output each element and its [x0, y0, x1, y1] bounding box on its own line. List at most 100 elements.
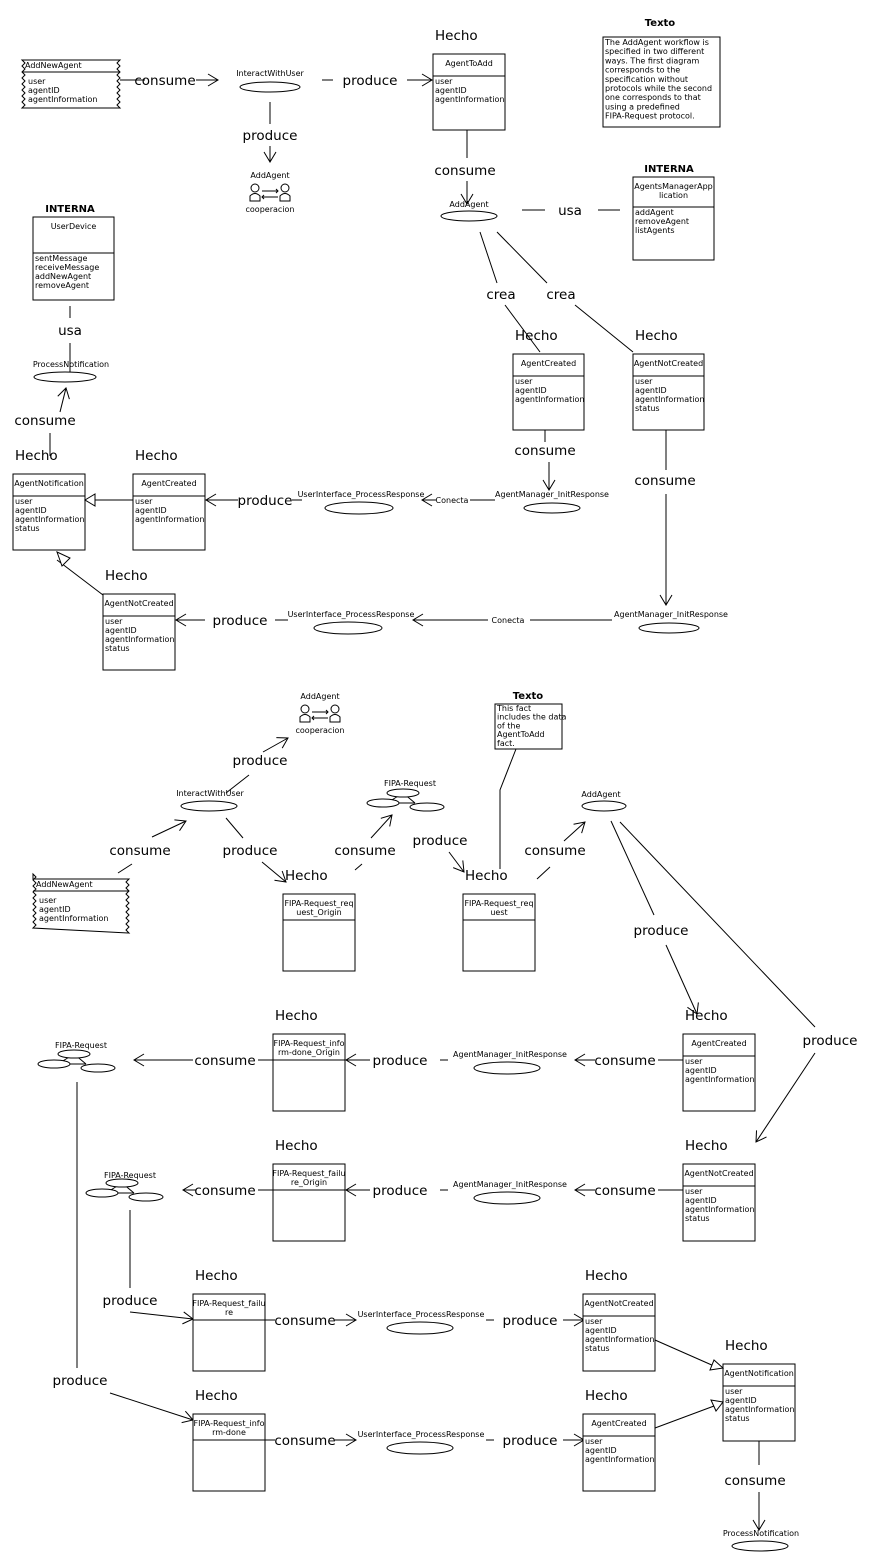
task-userinterface-processresponse	[313, 621, 383, 635]
coop-arrow	[311, 715, 315, 721]
task-interactwithuser	[239, 81, 301, 93]
fact-agenttoadd	[432, 53, 506, 131]
connector	[129, 1311, 194, 1325]
protocol-ellipse	[386, 788, 420, 798]
fact-fipa-request-inform-done	[192, 1413, 266, 1492]
consume-label: consume	[634, 473, 695, 489]
connector	[109, 1392, 194, 1424]
texto-note-line: fact.	[497, 739, 515, 748]
connector	[665, 944, 699, 1015]
connector	[225, 817, 244, 839]
task-agentmanager-initresponse	[473, 1191, 541, 1205]
consume-label: consume	[14, 413, 75, 429]
box-attribute: agentInformation	[685, 1075, 754, 1084]
produce-label: produce	[413, 833, 468, 849]
protocol-ellipse	[105, 1178, 139, 1188]
hecho-label: Hecho	[195, 1388, 238, 1404]
texto-note-line: AgentToAdd	[497, 730, 545, 739]
box-attribute: agentInformation	[135, 515, 204, 524]
task-name: UserInterface_ProcessResponse	[358, 1310, 485, 1319]
interaction-name: AddAgent	[300, 692, 339, 701]
box-title: AgentCreated	[591, 1419, 646, 1428]
box-attribute: agentID	[725, 1396, 757, 1405]
box-attribute: status	[585, 1344, 610, 1353]
diagram-labels: AddNewAgentuseragentIDagentInformationco…	[14, 18, 857, 1538]
box-attribute: agentInformation	[585, 1335, 654, 1344]
box-title: uest	[490, 908, 507, 917]
cooperacion-label: cooperacion	[246, 205, 295, 214]
task-name: AgentManager_InitResponse	[614, 610, 728, 619]
texto-note-line: of the	[497, 721, 520, 730]
mental-state-attribute: agentInformation	[39, 914, 108, 923]
protocol-name: FIPA-Request	[55, 1041, 107, 1050]
box-attribute: user	[725, 1387, 743, 1396]
note-link	[499, 748, 517, 869]
mental-state-attribute: agentID	[28, 86, 60, 95]
texto-note-line: FIPA-Request protocol.	[605, 112, 695, 121]
box-title: AgentNotCreated	[584, 1299, 653, 1308]
texto-note	[602, 36, 721, 128]
box-title: rm-done_Origin	[278, 1048, 340, 1057]
task-agentmanager-initresponse	[523, 502, 581, 514]
box-attribute: user	[585, 1437, 603, 1446]
texto-note-line: specified in two different	[605, 47, 704, 56]
texto-note-line: ways. The first diagram	[605, 56, 700, 65]
inheritance-line	[654, 1339, 715, 1367]
produce-label: produce	[223, 843, 278, 859]
box-title: lication	[659, 191, 688, 200]
box-attribute: user	[685, 1057, 703, 1066]
box-attribute: addNewAgent	[35, 272, 91, 281]
consume-label: consume	[724, 1473, 785, 1489]
fact-agentnotification	[722, 1363, 796, 1442]
box-title: FIPA-Request_info	[274, 1039, 345, 1048]
person-body	[249, 193, 261, 202]
coop-arrow	[275, 188, 279, 194]
hecho-label: Hecho	[685, 1138, 728, 1154]
connector	[574, 304, 634, 353]
box-attribute: agentInformation	[585, 1455, 654, 1464]
task-agentmanager-initresponse	[473, 1061, 541, 1075]
texto-note-line: The AddAgent workflow is	[604, 38, 709, 47]
task-name: ProcessNotification	[723, 1529, 799, 1538]
produce-label: produce	[233, 753, 288, 769]
box-title: uest_Origin	[296, 908, 341, 917]
person-head	[300, 704, 310, 714]
protocol-ellipse	[85, 1188, 119, 1198]
box-attribute: agentID	[15, 506, 47, 515]
texto-note-line: corresponds to the	[605, 66, 680, 75]
produce-label: produce	[243, 128, 298, 144]
interaction-name: AddAgent	[250, 171, 289, 180]
inheritance-arrowhead	[56, 551, 71, 567]
box-title: FIPA-Request_req	[464, 899, 533, 908]
hecho-label: Hecho	[635, 328, 678, 344]
fact-agentnotcreated	[582, 1293, 656, 1372]
texto-heading: Texto	[645, 18, 676, 29]
consume-label: consume	[594, 1183, 655, 1199]
protocol-ellipse	[128, 1192, 164, 1202]
consume-label: consume	[434, 163, 495, 179]
hecho-label: Hecho	[465, 868, 508, 884]
connector	[370, 814, 393, 839]
box-title: AgentNotification	[724, 1369, 794, 1378]
hecho-label: Hecho	[135, 448, 178, 464]
fact-fipa-request-failure-origin	[272, 1163, 346, 1242]
fact-fipa-request-inform-done-origin	[272, 1033, 346, 1112]
task-name: InteractWithUser	[176, 789, 244, 798]
hecho-label: Hecho	[195, 1268, 238, 1284]
connector	[262, 737, 289, 753]
inheritance-arrowhead	[709, 1359, 725, 1371]
produce-label: produce	[503, 1433, 558, 1449]
box-title: AgentCreated	[691, 1039, 746, 1048]
connector	[448, 851, 465, 873]
box-attribute: agentInformation	[105, 635, 174, 644]
fact-agentnotification	[12, 473, 86, 551]
protocol-name: FIPA-Request	[104, 1171, 156, 1180]
person-body	[329, 714, 341, 723]
hecho-label: Hecho	[15, 448, 58, 464]
coop-arrow	[325, 709, 329, 715]
hecho-label: Hecho	[725, 1338, 768, 1354]
box-attribute: agentInformation	[435, 95, 504, 104]
mental-state-attribute: user	[28, 77, 46, 86]
inheritance-line	[56, 559, 104, 596]
